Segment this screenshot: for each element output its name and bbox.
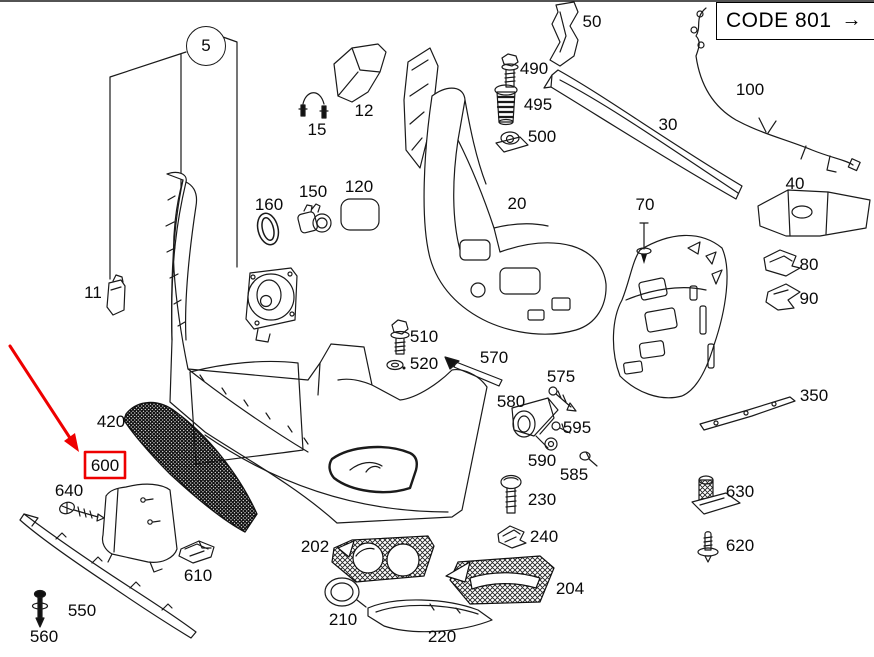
part-160-seal-ring	[256, 212, 280, 246]
part-label-610[interactable]: 610	[183, 566, 213, 585]
part-label-570[interactable]: 570	[479, 348, 509, 367]
part-label-210[interactable]: 210	[328, 610, 358, 629]
part-label-500[interactable]: 500	[527, 127, 557, 146]
part-12-air-duct	[333, 43, 387, 103]
part-585-screw	[579, 451, 598, 467]
red-arrow-icon	[64, 433, 79, 452]
part-595-screw	[551, 421, 571, 434]
part-label-120[interactable]: 120	[344, 177, 374, 196]
part-500-clip-nut	[495, 131, 529, 153]
part-150-park-sensor	[297, 203, 332, 234]
part-label-204[interactable]: 204	[555, 579, 585, 598]
part-520-washer	[386, 359, 406, 371]
part-560-rivet	[31, 589, 49, 628]
callout-5-leader-lines	[109, 36, 238, 280]
part-204-fog-grille	[445, 555, 555, 605]
part-70-pin	[636, 222, 652, 264]
part-label-490[interactable]: 490	[519, 59, 549, 78]
part-label-620[interactable]: 620	[725, 536, 755, 555]
part-label-560[interactable]: 560	[29, 627, 59, 646]
part-label-590[interactable]: 590	[527, 451, 557, 470]
part-label-30[interactable]: 30	[658, 115, 678, 134]
part-label-230[interactable]: 230	[527, 490, 557, 509]
part-label-550[interactable]: 550	[67, 601, 97, 620]
part-570-trim-strip	[444, 356, 503, 387]
part-label-40[interactable]: 40	[785, 174, 805, 193]
part-label-160[interactable]: 160	[254, 195, 284, 214]
part-120-mounting-pad	[340, 198, 380, 231]
part-50-bracket	[549, 1, 579, 67]
part-620-screw	[697, 531, 719, 563]
part-510-bolt	[390, 319, 410, 355]
part-575-screw	[548, 386, 577, 412]
part-495-sleeve	[494, 84, 518, 126]
part-11-cover-cap	[106, 274, 126, 316]
code-box-label: CODE 801	[726, 9, 832, 32]
part-30-impact-strip	[543, 69, 743, 200]
part-610-clip	[178, 540, 215, 564]
part-20-mounting-carrier	[403, 47, 607, 335]
part-label-495[interactable]: 495	[523, 95, 553, 114]
part-240-clip	[497, 525, 527, 549]
part-label-575[interactable]: 575	[546, 367, 576, 386]
highlight-annotation	[8, 344, 127, 480]
horn-bracket	[245, 267, 298, 343]
part-label-220[interactable]: 220	[427, 627, 457, 646]
part-90-clip	[765, 283, 801, 311]
part-640-screw	[59, 501, 105, 522]
part-420-center-grille	[123, 401, 258, 533]
part-label-240[interactable]: 240	[529, 527, 559, 546]
part-label-150[interactable]: 150	[298, 182, 328, 201]
part-230-screw	[500, 474, 522, 514]
part-100-wiring-harness	[690, 7, 861, 173]
part-label-50[interactable]: 50	[582, 12, 602, 31]
part-40-bracket	[757, 189, 871, 237]
part-630-clip-nut	[691, 475, 741, 515]
part-label-640[interactable]: 640	[54, 481, 84, 500]
code-box: CODE 801 →	[716, 2, 874, 40]
part-600-license-pad	[101, 483, 178, 573]
part-label-90[interactable]: 90	[799, 289, 819, 308]
part-210-ring	[324, 577, 367, 608]
part-label-595[interactable]: 595	[562, 418, 592, 437]
part-220-trim-strip	[367, 599, 493, 633]
part-490-bolt	[501, 53, 519, 88]
part-label-420[interactable]: 420	[96, 412, 126, 431]
part-label-580[interactable]: 580	[496, 392, 526, 411]
part-label-15[interactable]: 15	[307, 120, 327, 139]
part-350-trim-strip	[699, 396, 796, 431]
callout-5-label: 5	[201, 36, 211, 55]
part-label-12[interactable]: 12	[354, 101, 374, 120]
part-bumper-fascia	[165, 171, 488, 524]
part-label-70[interactable]: 70	[635, 195, 655, 214]
part-label-350[interactable]: 350	[799, 386, 829, 405]
part-550-lower-strip	[19, 513, 197, 639]
part-label-600-highlighted[interactable]: 600	[90, 456, 120, 475]
part-label-80[interactable]: 80	[799, 255, 819, 274]
part-80-clip	[763, 249, 801, 277]
highlight-box-600	[83, 450, 127, 480]
part-label-11[interactable]: 11	[84, 283, 102, 302]
part-580-bracket	[511, 397, 559, 449]
part-15-wire-clips	[298, 92, 329, 119]
right-arrow-icon: →	[841, 8, 862, 31]
part-label-630[interactable]: 630	[725, 482, 755, 501]
part-label-520[interactable]: 520	[409, 354, 439, 373]
callout-5-badge[interactable]: 5	[186, 26, 226, 66]
part-label-202[interactable]: 202	[300, 537, 330, 556]
part-label-510[interactable]: 510	[409, 327, 439, 346]
part-590-washer	[544, 437, 558, 451]
bumper-absorber	[612, 234, 728, 399]
part-label-20[interactable]: 20	[507, 194, 527, 213]
part-label-585[interactable]: 585	[559, 465, 589, 484]
part-202-fog-grille	[331, 535, 435, 583]
part-label-100[interactable]: 100	[735, 80, 765, 99]
